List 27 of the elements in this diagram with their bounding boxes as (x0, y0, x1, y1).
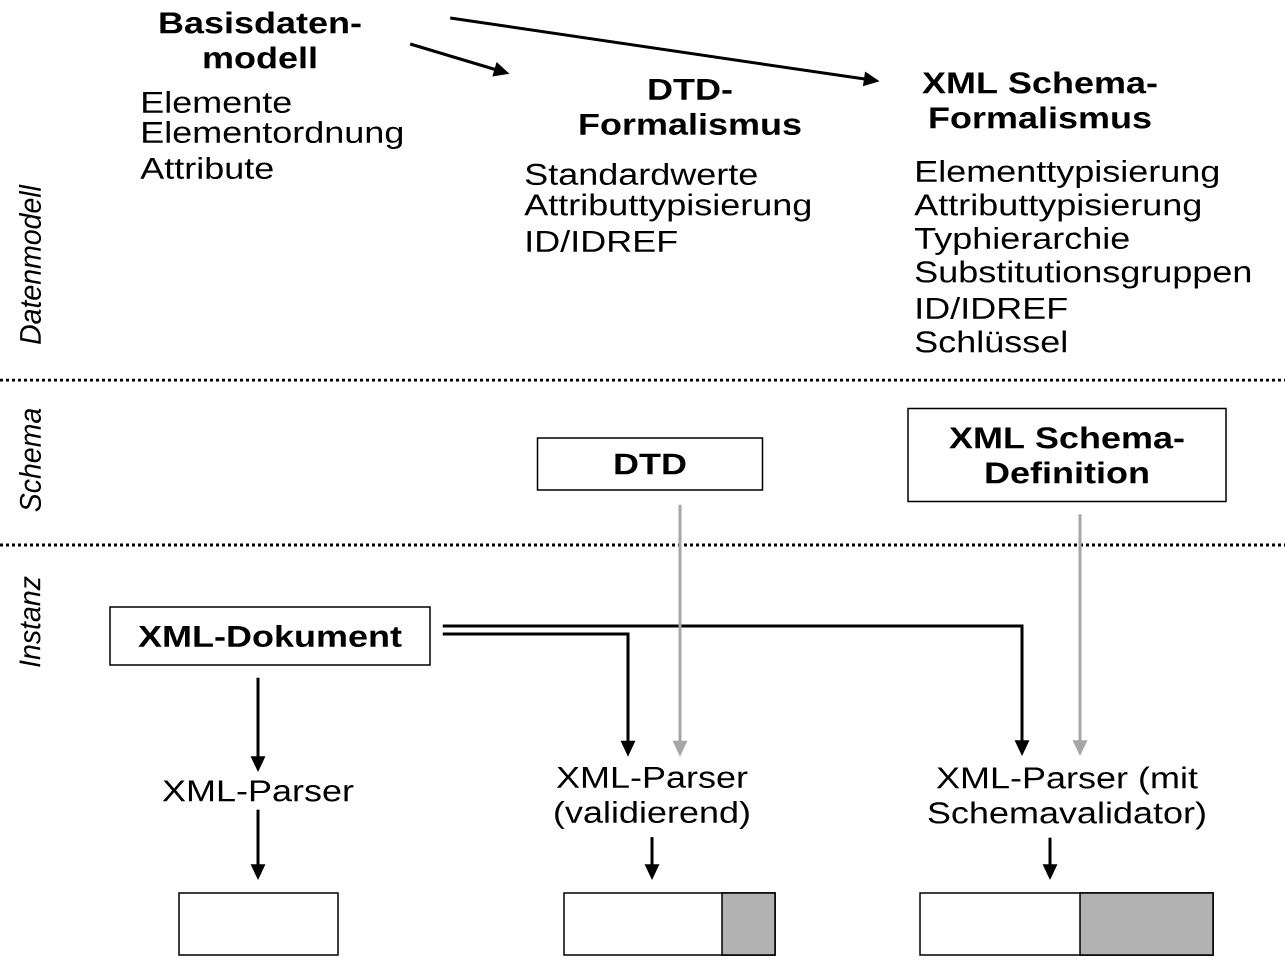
list-item: Attributtypisierung (914, 193, 1200, 222)
list-item: Attributtypisierung (524, 193, 810, 222)
list-item: Substitutionsgruppen (915, 260, 1251, 289)
list-item: Elementordnung (143, 121, 402, 149)
list-item: Schlüssel (915, 330, 1066, 353)
list-item: Elemente (143, 91, 291, 113)
list-item: Elementtypisierung (917, 160, 1218, 188)
parser-label: XML-Parser (validierend) (555, 767, 749, 829)
heading-text: XML Schema- Formalismus (922, 71, 1157, 129)
result-box (178, 892, 339, 956)
list-item: Standardwerte (525, 163, 757, 185)
side-label: Instanz (19, 576, 41, 667)
parser-label: XML-Parser (162, 780, 354, 802)
side-label: Schema (19, 408, 42, 512)
list-item: ID/IDREF (917, 297, 1067, 319)
result-box (563, 892, 776, 956)
side-label: Datenmodell (19, 184, 42, 345)
result-box (919, 892, 1214, 956)
label-box: DTD (536, 437, 764, 491)
heading-text: DTD- Formalismus (580, 79, 801, 135)
list-item: Typhierarchie (915, 227, 1129, 255)
list-item: Attribute (140, 157, 273, 179)
list-item: ID/IDREF (527, 230, 677, 252)
heading-text: Basisdaten- modell (160, 11, 361, 69)
parser-label: XML-Parser (mit Schemavalidator) (928, 766, 1205, 830)
label-box: XML-Dokument (109, 606, 431, 666)
label-box: XML Schema- Definition (907, 407, 1227, 503)
